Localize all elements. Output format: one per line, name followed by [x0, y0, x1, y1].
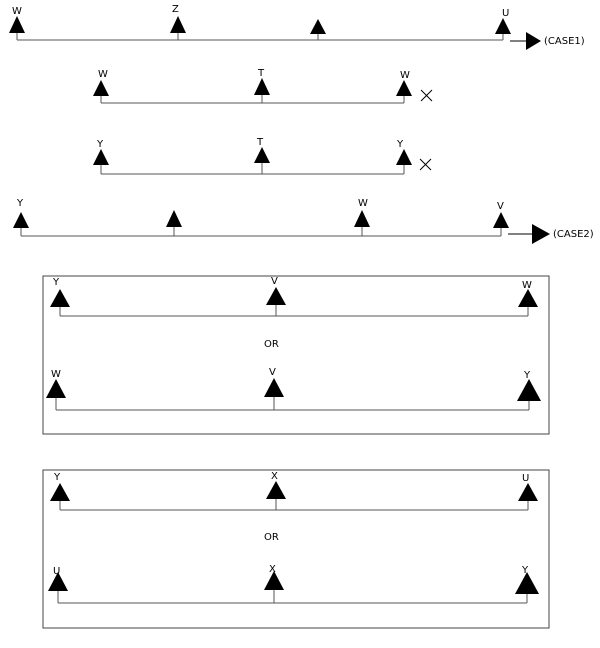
label-w: W: [12, 6, 22, 17]
label-v: V: [497, 201, 504, 212]
cross-icon: [419, 158, 432, 171]
or-label: OR: [264, 339, 279, 350]
triangle-marker: [9, 16, 25, 33]
label-v: V: [269, 367, 276, 378]
label-y: Y: [396, 139, 404, 150]
label-w: W: [51, 369, 61, 380]
row-case1: W Z U (CASE1): [9, 4, 585, 50]
triangle-marker: [166, 210, 182, 227]
row-rejected-2: Y T Y: [93, 137, 432, 175]
label-u: U: [53, 566, 60, 577]
triangle-marker: [396, 149, 412, 165]
arrow-head-icon: [526, 32, 541, 50]
row-case2: Y W V (CASE2): [13, 198, 594, 244]
case2-label: (CASE2): [553, 229, 594, 240]
row-rejected-1: W T W: [93, 68, 433, 104]
triangle-marker: [50, 483, 70, 501]
triangle-marker: [254, 78, 270, 95]
triangle-marker: [93, 149, 109, 165]
label-w: W: [98, 69, 108, 80]
triangle-marker: [517, 379, 541, 401]
or-label: OR: [264, 532, 279, 543]
label-w: W: [358, 198, 368, 209]
triangle-marker: [170, 16, 186, 33]
label-u: U: [502, 8, 509, 19]
triangle-marker: [50, 289, 70, 307]
label-y: Y: [523, 370, 531, 381]
triangle-marker: [254, 147, 270, 163]
arrow-head-icon: [532, 224, 550, 244]
triangle-marker: [493, 212, 509, 228]
triangle-marker: [518, 289, 538, 307]
triangle-marker: [396, 80, 412, 96]
label-w: W: [522, 280, 532, 291]
triangle-marker: [93, 80, 109, 96]
triangle-marker: [310, 19, 326, 34]
triangle-marker: [48, 572, 68, 591]
label-y: Y: [16, 198, 24, 209]
triangle-marker: [266, 287, 286, 305]
label-v: V: [271, 276, 278, 287]
triangle-marker: [518, 483, 538, 501]
cross-icon: [420, 89, 433, 102]
triangle-marker: [13, 212, 29, 228]
label-y: Y: [521, 565, 529, 576]
option-box-2: Y X U OR U X Y: [42, 469, 550, 629]
triangle-marker: [264, 378, 284, 397]
label-u: U: [522, 473, 529, 484]
case1-label: (CASE1): [544, 36, 585, 47]
triangle-marker: [515, 572, 539, 594]
label-y: Y: [52, 277, 60, 288]
label-w: W: [400, 70, 410, 81]
label-x: X: [271, 471, 278, 482]
triangle-marker: [264, 571, 284, 590]
triangle-marker: [46, 379, 66, 398]
triangle-marker: [354, 210, 370, 227]
label-t: T: [257, 68, 265, 79]
label-y: Y: [96, 139, 104, 150]
option-box-1: Y V W OR W V Y: [42, 275, 550, 435]
label-y: Y: [53, 472, 61, 483]
label-t: T: [256, 137, 264, 148]
triangle-marker: [495, 18, 511, 34]
label-x: X: [269, 564, 276, 575]
label-z: Z: [172, 4, 179, 15]
triangle-marker: [266, 481, 286, 499]
